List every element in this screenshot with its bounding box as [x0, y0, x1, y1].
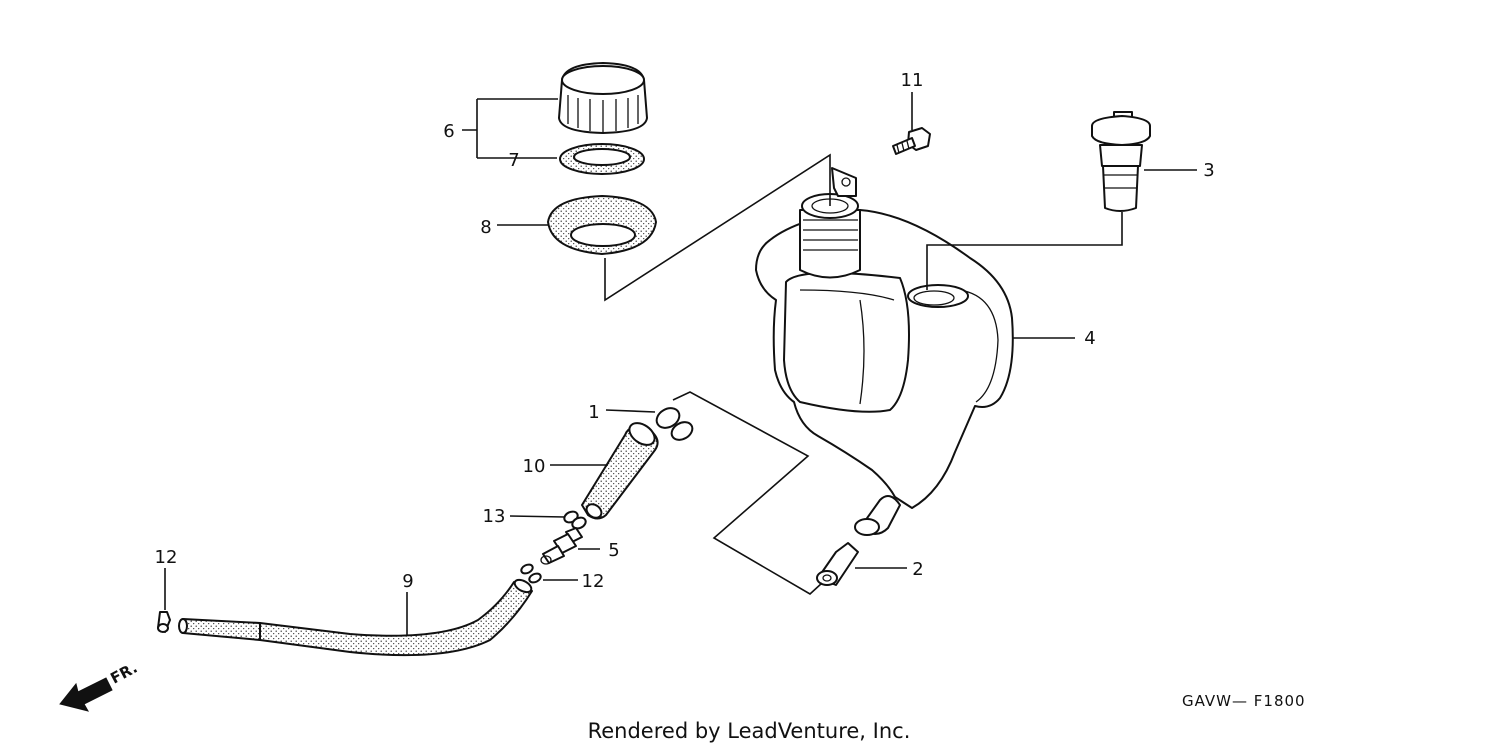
- cap-gasket-part[interactable]: [559, 143, 645, 175]
- callout-8: 8: [480, 217, 491, 238]
- callout-12-left: 12: [155, 547, 178, 568]
- callout-10: 10: [523, 456, 546, 477]
- callout-4: 4: [1084, 328, 1095, 349]
- callout-9: 9: [402, 571, 413, 592]
- callout-2: 2: [912, 559, 923, 580]
- callout-13: 13: [483, 506, 506, 527]
- fuel-cap-part[interactable]: [558, 62, 648, 134]
- filler-seal-part[interactable]: [547, 195, 657, 255]
- callout-7: 7: [508, 150, 519, 171]
- fuel-filter-part[interactable]: [581, 419, 659, 521]
- hose-clip-upper-part[interactable]: [653, 404, 695, 443]
- diagram-code: GAVW— F1800: [1182, 692, 1306, 710]
- callout-1: 1: [588, 402, 599, 423]
- assembly-lines: [604, 153, 1123, 595]
- bolt-part[interactable]: [892, 127, 931, 155]
- callout-3: 3: [1203, 160, 1214, 181]
- fuel-hose-part[interactable]: [178, 577, 533, 657]
- direction-label: FR.: [107, 659, 140, 688]
- callout-5: 5: [608, 540, 619, 561]
- fuel-gauge-part[interactable]: [1091, 111, 1151, 212]
- hose-joint-part[interactable]: [540, 527, 583, 565]
- callout-12-right: 12: [582, 571, 605, 592]
- outlet-collar-part[interactable]: [816, 542, 859, 586]
- footer-credit: Rendered by LeadVenture, Inc.: [588, 719, 911, 743]
- small-clip-part[interactable]: [563, 510, 588, 531]
- hose-clip-end-part[interactable]: [157, 611, 171, 633]
- callout-11: 11: [901, 70, 924, 91]
- callout-6: 6: [443, 121, 454, 142]
- hose-clip-lower-part[interactable]: [520, 563, 542, 584]
- front-direction-arrow-icon: FR.: [59, 659, 140, 712]
- fuel-tank-part[interactable]: [755, 167, 1014, 536]
- leader-lines: [164, 92, 1197, 636]
